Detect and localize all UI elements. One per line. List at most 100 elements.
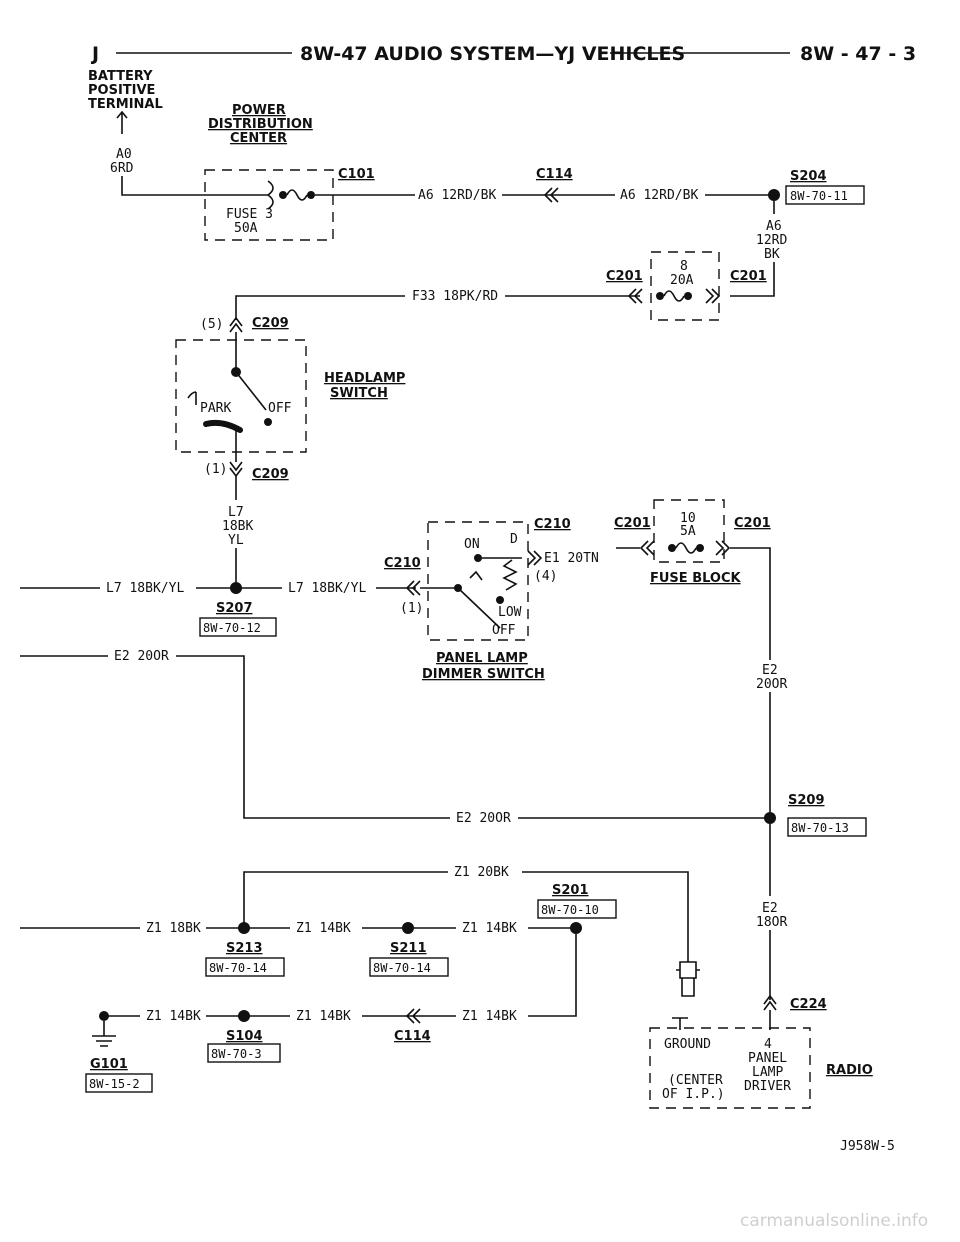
- hl-blade: [235, 371, 267, 411]
- dimmer-d: D: [510, 532, 518, 547]
- z1-14-label-3: Z1 14BK: [146, 1009, 201, 1024]
- battery-label-2: POSITIVE: [88, 83, 155, 98]
- c114-label-bottom: C114: [394, 1029, 431, 1044]
- shield-ground-connector: [676, 961, 700, 997]
- ref-8w-70-14-b: [369, 957, 449, 977]
- c201-connector-c: [639, 540, 655, 556]
- c209-connector-top: [229, 316, 243, 333]
- dimmer-on-contact: [474, 554, 482, 562]
- c114-connector-bottom: [405, 1008, 421, 1024]
- s213-label: S213: [226, 941, 263, 956]
- radio-pin4: 4: [764, 1037, 772, 1052]
- dimmer-actuator: [469, 570, 483, 581]
- e1-label: E1 20TN: [544, 551, 599, 566]
- e2-wire-lower: [176, 655, 450, 819]
- header-title: 8W-47 AUDIO SYSTEM—YJ VEHICLES: [300, 43, 685, 65]
- ground-icon: [92, 1021, 116, 1047]
- s104-label: S104: [226, 1029, 263, 1044]
- z1-18-label: Z1 18BK: [146, 921, 201, 936]
- dimmer-on: ON: [464, 537, 480, 552]
- e2b-vert-2: 18OR: [756, 915, 787, 930]
- e2-label-mid: E2 20OR: [456, 811, 511, 826]
- a6-label-1: A6 12RD/BK: [418, 188, 496, 203]
- fuse8-terminal-a: [656, 292, 664, 300]
- battery-wire-2: 6RD: [110, 161, 134, 176]
- c210-connector-l7: [405, 580, 421, 596]
- radio-ground-pin: [672, 1017, 688, 1030]
- fuse10-amp: 5A: [680, 524, 696, 539]
- s211-splice: [402, 922, 414, 934]
- fuse8-terminal-b: [684, 292, 692, 300]
- fuse3-terminal-b: [307, 191, 315, 199]
- radio-center-1: (CENTER: [668, 1073, 723, 1088]
- fuse8-amp: 20A: [670, 273, 694, 288]
- c210-label-left: C210: [384, 556, 421, 571]
- fuse8-num: 8: [680, 259, 688, 274]
- s201-splice: [570, 922, 582, 934]
- ref-8w-70-10: [537, 899, 617, 919]
- ref-8w-70-14-a: [205, 957, 285, 977]
- s201-label: S201: [552, 883, 589, 898]
- a6-vert-3: BK: [764, 247, 780, 262]
- dimmer-label-1: PANEL LAMP: [436, 651, 528, 666]
- pdc-connector-in: [267, 180, 274, 210]
- c201-label-c: C201: [614, 516, 651, 531]
- dimmer-low: LOW: [498, 605, 522, 620]
- z1-14-label-4: Z1 14BK: [296, 1009, 351, 1024]
- g101-label: G101: [90, 1057, 128, 1072]
- ref-8w-70-14-b-text: 8W-70-14: [373, 961, 431, 975]
- z1-20-wire-left: [243, 871, 448, 928]
- dimmer-blade: [457, 587, 501, 629]
- dimmer-label-2: DIMMER SWITCH: [422, 667, 545, 682]
- battery-wire-1: A0: [116, 147, 132, 162]
- fuse8-box: [650, 251, 720, 321]
- hl-park-hook: [187, 391, 197, 405]
- battery-label-1: BATTERY: [88, 69, 153, 84]
- ref-8w-70-3: [207, 1043, 281, 1063]
- fuse3-label: FUSE 3: [226, 207, 273, 222]
- pdc-box: [204, 169, 334, 241]
- radio-lamp: LAMP: [752, 1065, 783, 1080]
- ref-8w-70-13: [787, 817, 867, 837]
- z1-14-label-2: Z1 14BK: [462, 921, 517, 936]
- s204-label: S204: [790, 169, 827, 184]
- headlamp-switch-box: [175, 339, 307, 453]
- c201-label-d: C201: [734, 516, 771, 531]
- hl-off-contact: [264, 418, 272, 426]
- a6-vert-1: A6: [766, 219, 782, 234]
- c101-label: C101: [338, 167, 375, 182]
- c210-label-top: C210: [534, 517, 571, 532]
- c114-connector-top: [543, 187, 559, 203]
- fuse3-symbol: [286, 189, 308, 201]
- c114-label-top: C114: [536, 167, 573, 182]
- hl-park-contact: [203, 419, 243, 433]
- radio-driver: DRIVER: [744, 1079, 791, 1094]
- fuse10-terminal-b: [696, 544, 704, 552]
- l7-label-right: L7 18BK/YL: [288, 581, 366, 596]
- fuse10-box: [653, 499, 725, 563]
- z1-20-label: Z1 20BK: [454, 865, 509, 880]
- e2b-vert-1: E2: [762, 901, 778, 916]
- g101-terminal: [99, 1011, 109, 1021]
- c209-label-bottom: C209: [252, 467, 289, 482]
- dimmer-low-contact: [496, 596, 504, 604]
- z1-20-wire-right: [522, 871, 689, 962]
- ref-8w-70-12: [199, 617, 277, 637]
- l7-vert-3: YL: [228, 533, 244, 548]
- radio-ground: GROUND: [664, 1037, 711, 1052]
- ref-8w-70-10-text: 8W-70-10: [541, 903, 599, 917]
- watermark: carmanualsonline.info: [740, 1211, 928, 1231]
- e2-vert-2: 20OR: [756, 677, 787, 692]
- c201-label-b: C201: [730, 269, 767, 284]
- fuse10-symbol: [675, 542, 697, 554]
- fuse3-amp: 50A: [234, 221, 258, 236]
- dimmer-rheostat: [502, 559, 518, 591]
- c201-label-a: C201: [606, 269, 643, 284]
- c209-connector-bottom: [229, 461, 243, 478]
- fuse-block-label: FUSE BLOCK: [650, 571, 742, 586]
- battery-label-3: TERMINAL: [88, 97, 163, 112]
- dimmer-pin4: (4): [534, 569, 557, 584]
- c201-connector-d: [715, 540, 731, 556]
- header-left: J: [90, 43, 99, 65]
